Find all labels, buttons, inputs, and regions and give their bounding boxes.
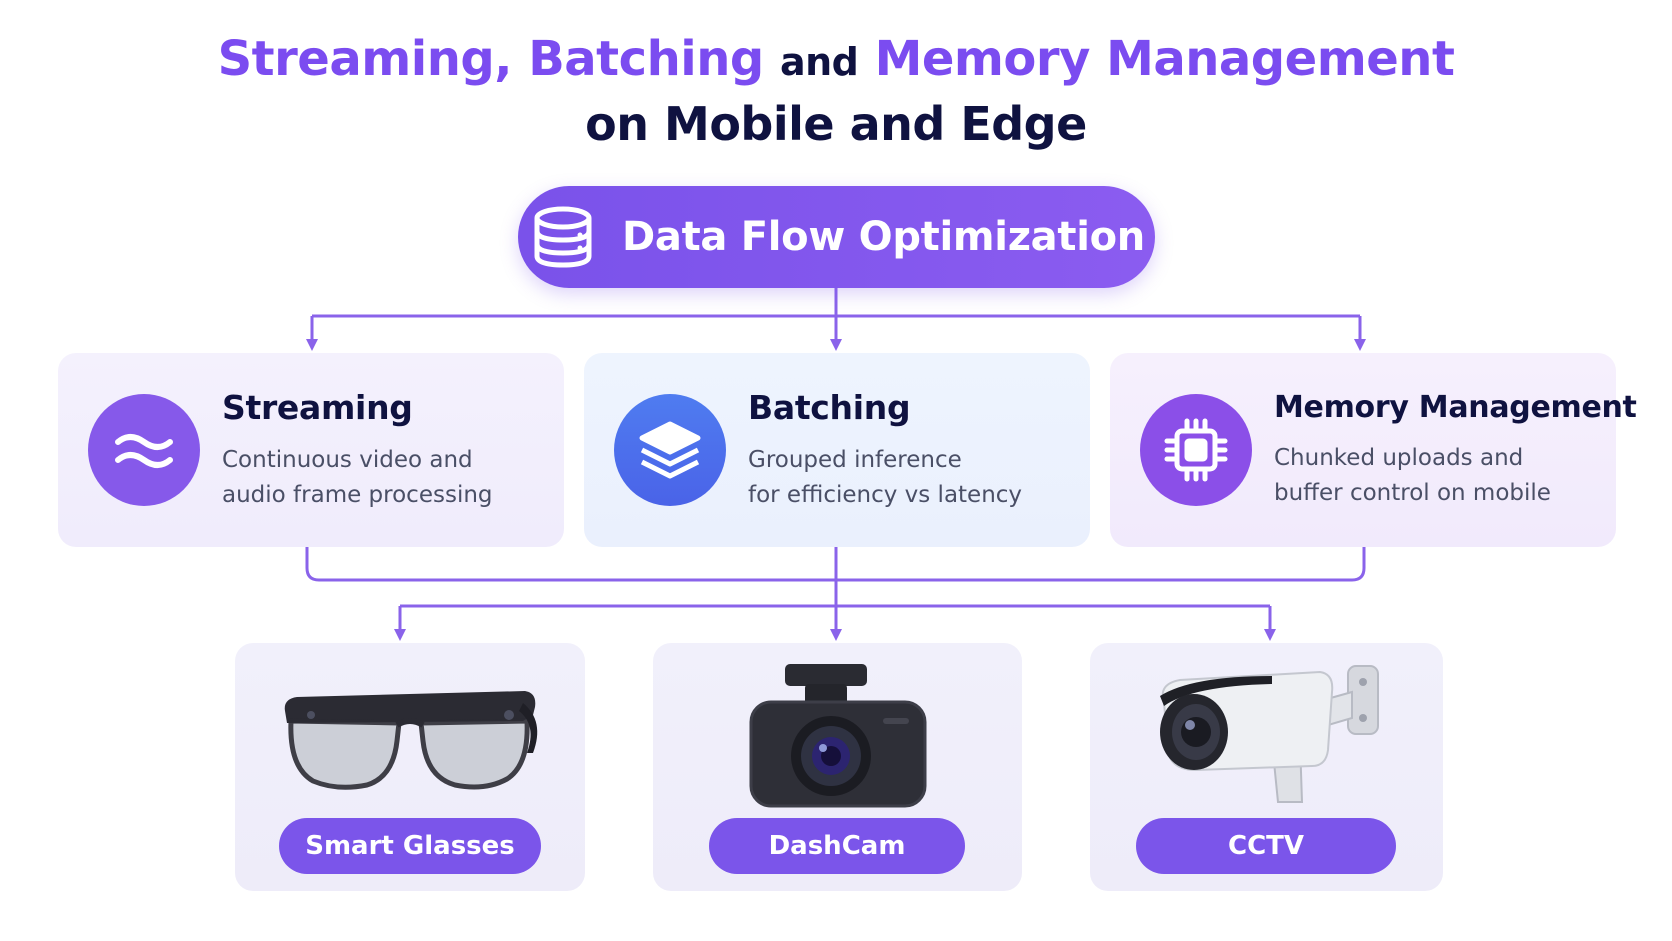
streaming-title: Streaming: [222, 387, 413, 427]
bottom-bracket: [305, 547, 1366, 582]
batching-text: Batching Grouped inference for efficienc…: [748, 388, 1022, 513]
memory-management-title: Memory Management: [1274, 389, 1637, 425]
smart-glasses-card: Smart Glasses: [235, 643, 585, 891]
chip-icon: [1140, 394, 1252, 506]
root-label: Data Flow Optimization: [622, 214, 1145, 260]
streaming-text: Streaming Continuous video and audio fra…: [222, 388, 493, 513]
streaming-card: Streaming Continuous video and audio fra…: [58, 353, 564, 547]
batching-desc-line-1: Grouped inference: [748, 446, 962, 473]
wave-icon: [88, 394, 200, 506]
cctv-camera-icon: [1090, 661, 1443, 811]
memory-management-text: Memory Management Chunked uploads and bu…: [1274, 390, 1637, 511]
streaming-desc-line-2: audio frame processing: [222, 481, 493, 508]
cctv-card: CCTV: [1090, 643, 1443, 891]
memory-management-desc-line-2: buffer control on mobile: [1274, 479, 1551, 506]
memory-management-desc-line-1: Chunked uploads and: [1274, 444, 1524, 471]
smart-glasses-icon: [235, 661, 585, 811]
title-memory-management: Memory Management: [874, 31, 1455, 87]
dashcam-icon: [653, 661, 1022, 811]
title-streaming: Streaming,: [217, 31, 513, 87]
smart-glasses-label: Smart Glasses: [279, 818, 541, 874]
database-icon: [528, 202, 598, 272]
title-line-1: Streaming, Batching and Memory Managemen…: [0, 28, 1672, 93]
page-title: Streaming, Batching and Memory Managemen…: [0, 28, 1672, 155]
title-batching: Batching: [528, 31, 764, 87]
title-and: and: [779, 40, 859, 84]
memory-management-card: Memory Management Chunked uploads and bu…: [1110, 353, 1637, 547]
dashcam-card: DashCam: [653, 643, 1022, 891]
data-flow-optimization-node: Data Flow Optimization: [518, 186, 1155, 288]
dashcam-label: DashCam: [709, 818, 965, 874]
batching-desc-line-2: for efficiency vs latency: [748, 481, 1023, 508]
batching-title: Batching: [748, 387, 911, 427]
streaming-desc-line-1: Continuous video and: [222, 446, 473, 473]
title-line-2: on Mobile and Edge: [585, 97, 1087, 151]
layers-icon: [614, 394, 726, 506]
cctv-label: CCTV: [1136, 818, 1396, 874]
batching-card: Batching Grouped inference for efficienc…: [584, 353, 1090, 547]
